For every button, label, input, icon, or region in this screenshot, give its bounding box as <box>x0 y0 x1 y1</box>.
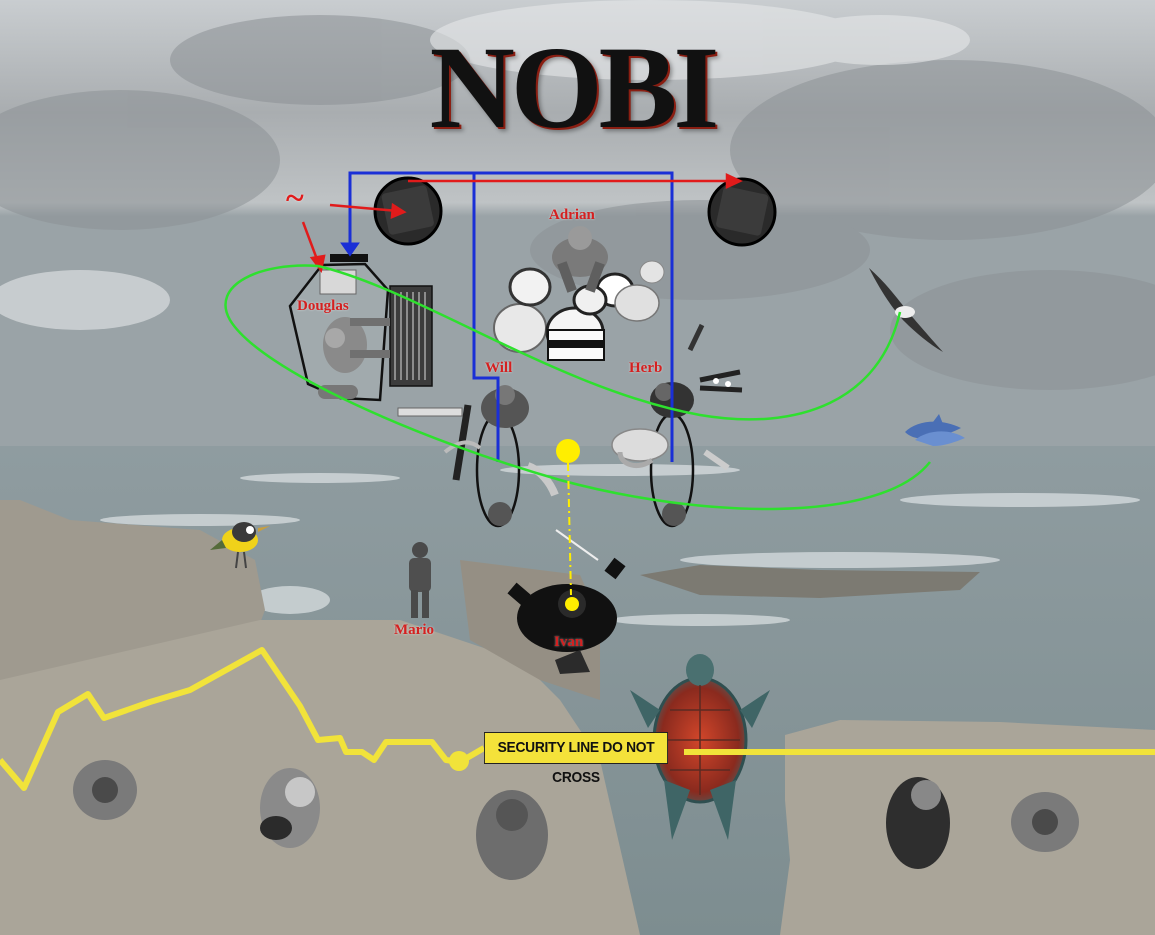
label-douglas: Douglas <box>297 298 349 314</box>
speaker-left-icon <box>373 176 443 246</box>
label-herb: Herb <box>629 360 663 376</box>
audience-figures <box>73 760 1079 880</box>
audience-person-3 <box>476 790 548 880</box>
label-ivan: Ivan <box>554 634 584 650</box>
ivan-conductor-figure <box>507 529 626 674</box>
blue-cables <box>340 171 674 462</box>
audience-person-4 <box>886 777 950 869</box>
drum-kit-icon <box>493 226 665 361</box>
signal-symbol: ~ <box>286 180 304 217</box>
keyboard-station-icon <box>288 254 433 402</box>
label-will: Will <box>485 360 513 376</box>
drummer-figure <box>552 226 608 293</box>
audience-person-2 <box>260 768 320 848</box>
flight-path <box>224 264 931 511</box>
security-line <box>0 647 1155 791</box>
signal-arrows <box>301 173 743 273</box>
security-tape-label: SECURITY LINE DO NOT CROSS <box>484 732 668 786</box>
security-line-knot <box>449 751 469 771</box>
label-adrian: Adrian <box>549 207 595 223</box>
clouds <box>0 15 1155 390</box>
speaker-right-icon <box>707 177 777 247</box>
audience-person-1 <box>73 760 137 820</box>
label-mario: Mario <box>394 622 434 638</box>
cloud-highlights <box>0 0 970 330</box>
warbler-bird-icon <box>210 522 270 569</box>
will-station-icon <box>397 385 559 528</box>
band-title: NOBI <box>429 22 720 153</box>
dolphins-icon <box>905 414 965 446</box>
conductor-sightline <box>556 439 580 611</box>
keyboardist-figure <box>318 317 390 399</box>
sea-turtle-icon <box>630 654 770 840</box>
audience-person-5 <box>1011 792 1079 852</box>
mario-figure <box>409 542 431 618</box>
waves <box>100 464 1140 626</box>
